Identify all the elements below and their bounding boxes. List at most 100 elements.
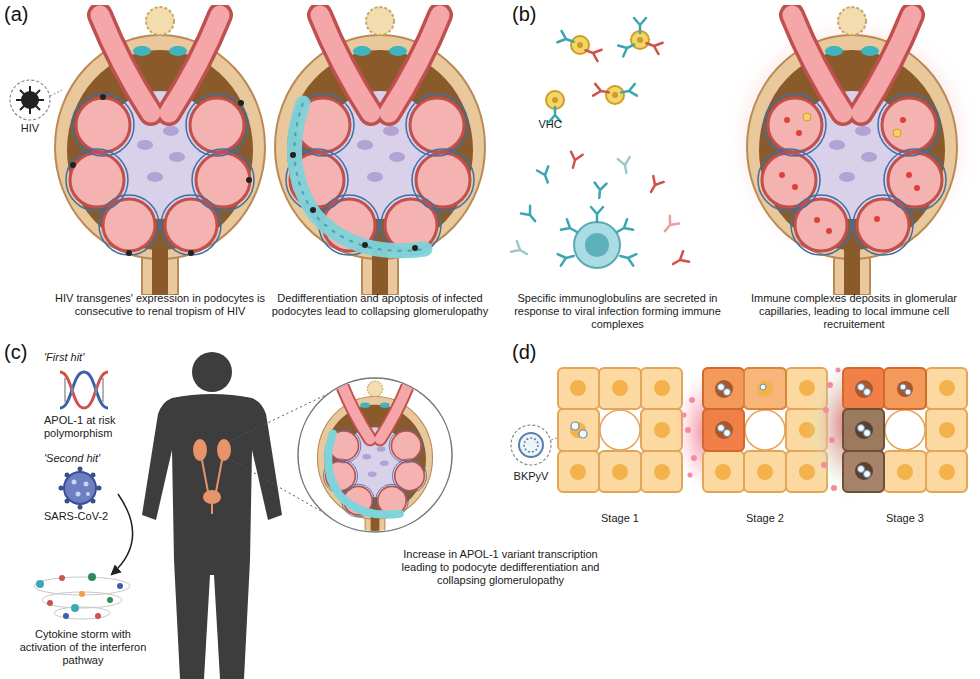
sars-cov-2-icon-part-part [65, 499, 70, 504]
tubule-stage-2-part [744, 368, 786, 409]
tubule-stage-2-part [703, 368, 744, 409]
tubule-stage-2-part-part [718, 425, 725, 432]
bkpyv-icon-part [524, 438, 538, 452]
hcv-viruses-part-part [606, 86, 624, 104]
tubule-stage-3-part [843, 409, 884, 451]
sars-cov-2-icon-part [59, 467, 102, 510]
cytokine-storm-part-part [59, 575, 65, 581]
free-antibodies-part [593, 183, 606, 199]
tubule-stage-3-part-part [864, 430, 871, 437]
glomerulus-immune-complexes-part [803, 113, 901, 137]
zoom-glomerulus [298, 378, 452, 539]
tubule-stage-2-part-part [691, 455, 697, 461]
cytokine-storm-part-part [117, 583, 123, 589]
tubule-stage-3-part-part [905, 389, 911, 395]
tubule-stage-2-part-part [724, 389, 731, 396]
sars-cov-2-icon-part-part [84, 482, 89, 487]
b-cell-part [585, 233, 609, 257]
b-cell-part [614, 219, 633, 237]
step-caption: HIV transgenes' expression in podocytes … [50, 292, 270, 318]
zoom-glomerulus-part-part-part [328, 434, 400, 515]
sars-cov-2-icon-part-part [91, 473, 96, 478]
tubule-stage-3-part [843, 368, 967, 492]
tubule-stage-2-part [682, 397, 698, 478]
hiv-icon-part [50, 90, 62, 96]
free-antibodies [511, 152, 689, 270]
tubule-stage-3-part [855, 421, 873, 439]
b-cell [558, 207, 637, 268]
hcv-viruses [546, 18, 663, 122]
hiv-icon-part [16, 86, 44, 114]
human-silhouette [142, 352, 282, 679]
tubule-stage-3-part-part [864, 471, 871, 478]
free-antibodies-part [521, 206, 540, 225]
cytokine-storm-part-part [95, 613, 101, 619]
dna-icon-part [60, 372, 108, 408]
virus-name: VHC [528, 118, 572, 131]
human-silhouette-part [193, 439, 207, 461]
hiv-icon-part [21, 91, 39, 109]
cytokine-storm-part-part [107, 597, 113, 603]
tubule-stage-3-part [884, 368, 926, 409]
tubule-stage-3-part-part [858, 425, 865, 432]
hcv-viruses-part-part [634, 18, 646, 33]
tubule-stage-3-part-part [864, 389, 871, 396]
panel-letter: (a) [4, 2, 48, 26]
virus-name: BKPyV [503, 470, 559, 483]
tubule-stage-3-part [858, 384, 912, 478]
tubule-stage-3-part [843, 451, 884, 492]
sars-cov-2-icon-part-part [91, 499, 96, 504]
hcv-viruses-part-part [583, 45, 601, 61]
tubule-stage-3 [804, 358, 967, 502]
tubule-stage-3-part [821, 368, 841, 492]
b-cell-part [591, 207, 603, 222]
step-caption: Immune complexes deposits in glomerular … [740, 292, 968, 331]
glomerulus-collapsing-part-part-part [310, 207, 316, 213]
step-caption: Dedifferentiation and apoptosis of infec… [270, 292, 490, 318]
glomerulus-collapsing-part [275, 7, 485, 295]
human-silhouette-part [217, 439, 231, 461]
tubule-stage-1-part [579, 430, 587, 438]
hcv-viruses-part-part [618, 39, 637, 56]
glomerulus-healthy-part-part [126, 250, 132, 256]
cytokine-storm-part-part [88, 573, 96, 581]
sars-cov-2-icon-part-part [76, 492, 81, 497]
cytokine-storm-part-part [79, 591, 85, 597]
cytokine-storm-part [42, 592, 122, 608]
hiv-icon-part-part [20, 90, 40, 110]
hcv-viruses-part-part [552, 97, 558, 103]
panel-letter: (d) [512, 340, 556, 364]
tubule-stage-3-part [897, 381, 913, 397]
tubule-stage-1-part [558, 368, 682, 492]
free-antibodies-part [660, 216, 679, 235]
stage-label: Stage 2 [725, 512, 805, 525]
cytokine-storm-part [54, 607, 110, 619]
hcv-viruses-part-part [644, 38, 662, 54]
glomerulus-immune-complexes-part-part [779, 172, 785, 178]
hiv-icon-part-part [20, 90, 40, 110]
tubule-stage-2-part [718, 384, 767, 437]
glomerulus-immune-complexes-part-part [914, 185, 920, 191]
tubule-stage-3-part-part [821, 462, 827, 468]
glomerulus-immune-complexes-part [747, 7, 957, 295]
step-caption: Specific immunoglobulins are secreted in… [505, 292, 730, 331]
panel-letter: (c) [4, 340, 48, 364]
glomerulus-healthy-part-part [70, 162, 76, 168]
tubule-stage-2-part-part [685, 427, 691, 433]
b-cell-part [561, 219, 580, 237]
b-cell-part [619, 250, 637, 265]
zoom-glomerulus-part [317, 381, 432, 539]
glomerulus-collapsing-part-part-part [362, 242, 368, 248]
glomerulus-healthy [55, 7, 265, 295]
stage-label: Stage 3 [865, 512, 945, 525]
tubule-stage-3-part-part [858, 384, 865, 391]
zoom-glomerulus-part-part [317, 381, 432, 539]
hcv-viruses-part-part [557, 31, 575, 47]
glomerulus-healthy-part-part [100, 94, 106, 100]
hcv-viruses-part-part [620, 84, 637, 98]
dna-icon-part-part [95, 386, 97, 394]
tubule-stage-3-part [855, 380, 873, 398]
glomerulus-immune-complexes-part-part [906, 172, 912, 178]
hiv-icon-part [10, 80, 50, 120]
dna-icon-part [60, 372, 108, 408]
